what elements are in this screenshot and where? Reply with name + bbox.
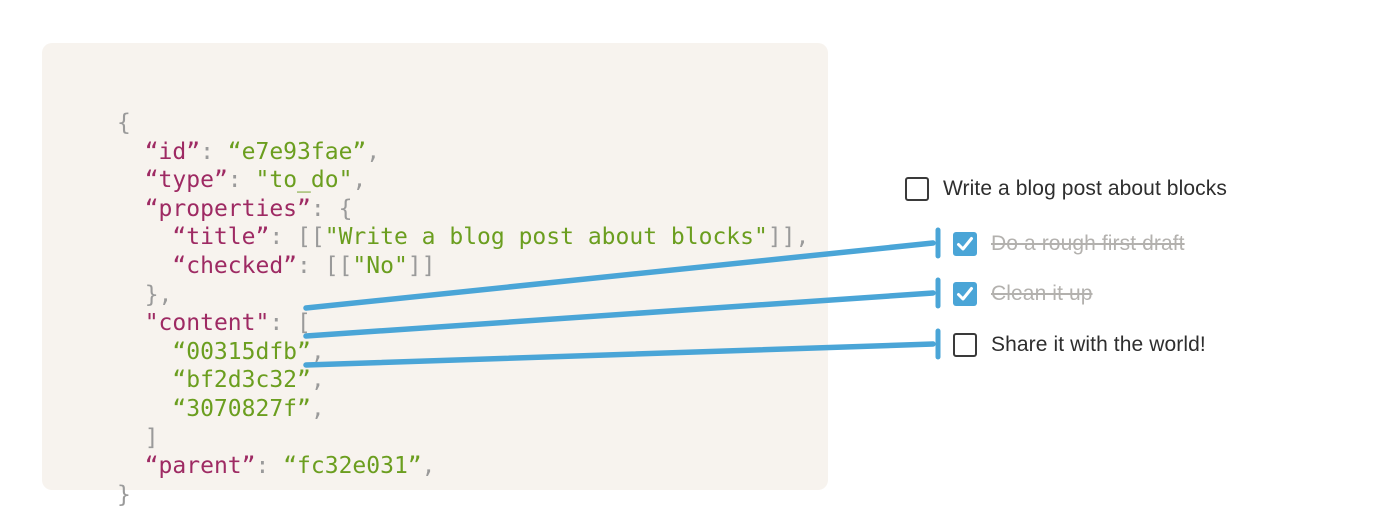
code-line: “checked”: [["No"]] (117, 252, 809, 281)
code-token-punct: } (117, 481, 131, 508)
checkmark-icon (957, 286, 973, 300)
code-line: “3070827f”, (117, 395, 809, 424)
code-token-punct: : [[ (269, 224, 325, 251)
code-token-key: “type” (144, 167, 228, 194)
code-token-key: “parent” (144, 453, 256, 480)
code-token-punct (117, 453, 145, 479)
code-line: “type”: "to_do", (117, 166, 809, 195)
code-token-string: “e7e93fae” (227, 138, 367, 165)
code-token-punct: : { (310, 195, 353, 222)
code-token-key: “checked” (172, 252, 298, 279)
todo-item: Clean it up (953, 281, 1093, 306)
todo-label: Clean it up (991, 281, 1093, 305)
code-line: } (117, 481, 809, 510)
code-token-punct (117, 253, 172, 279)
code-token-punct: , (421, 453, 436, 480)
code-line: “properties”: { (117, 195, 809, 224)
code-token-punct: , (310, 338, 325, 365)
code-token-key: “id” (144, 138, 201, 165)
json-code-panel: { “id”: “e7e93fae”, “type”: "to_do", “pr… (42, 43, 828, 508)
code-token-punct (117, 139, 145, 165)
code-token-string: “3070827f” (172, 395, 311, 422)
code-token-string: “bf2d3c32” (172, 367, 311, 394)
code-line: “00315dfb”, (117, 338, 809, 367)
code-token-punct (117, 196, 145, 222)
code-token-punct (117, 396, 172, 422)
todo-label: Do a rough first draft (991, 231, 1185, 255)
code-token-punct: : [[ (297, 252, 353, 279)
checkbox-unchecked-icon[interactable] (953, 332, 977, 357)
code-token-punct: }, (117, 281, 173, 308)
code-token-punct: , (310, 395, 325, 422)
todo-item: Write a blog post about blocks (905, 176, 1227, 201)
code-token-punct: { (117, 110, 131, 136)
code-line: { (117, 109, 809, 138)
code-token-key: "content" (144, 310, 270, 337)
code-token-punct (117, 224, 172, 250)
code-token-punct (117, 310, 145, 336)
code-token-string: “00315dfb” (172, 338, 311, 365)
code-token-punct: ]], (767, 224, 810, 251)
code-token-punct (117, 339, 172, 365)
checkbox-checked-icon[interactable] (953, 231, 977, 256)
code-line: “parent”: “fc32e031”, (117, 452, 809, 481)
todo-item: Do a rough first draft (953, 231, 1185, 256)
code-token-key: “properties” (144, 195, 311, 222)
todo-label: Write a blog post about blocks (943, 176, 1227, 200)
code-line: }, (117, 281, 809, 310)
code-token-string: "No" (352, 252, 408, 279)
checkmark-icon (957, 236, 973, 250)
json-code: { “id”: “e7e93fae”, “type”: "to_do", “pr… (117, 109, 809, 509)
code-token-punct: , (310, 367, 325, 394)
code-token-punct: ] (117, 424, 159, 451)
code-line: “bf2d3c32”, (117, 366, 809, 395)
code-line: "content": [ (117, 309, 809, 338)
code-line: “title”: [["Write a blog post about bloc… (117, 223, 809, 252)
code-token-string: "Write a blog post about blocks" (324, 224, 768, 251)
code-token-punct: , (352, 167, 367, 194)
code-token-punct: : (227, 167, 256, 194)
code-line: ] (117, 424, 809, 453)
code-token-punct: , (366, 138, 381, 165)
code-token-string: “fc32e031” (283, 453, 422, 480)
code-token-punct: ]] (407, 252, 436, 279)
code-token-punct: : [ (269, 310, 311, 337)
code-token-punct (117, 367, 172, 393)
code-token-string: "to_do" (255, 167, 353, 194)
code-token-punct: : (255, 453, 284, 480)
code-token-punct (117, 167, 145, 193)
todo-item: Share it with the world! (953, 332, 1206, 357)
todo-label: Share it with the world! (991, 332, 1206, 356)
checkbox-unchecked-icon[interactable] (905, 176, 929, 201)
code-token-key: “title” (172, 224, 270, 251)
code-token-punct: : (200, 138, 228, 165)
code-line: “id”: “e7e93fae”, (117, 138, 809, 167)
checkbox-checked-icon[interactable] (953, 281, 977, 306)
